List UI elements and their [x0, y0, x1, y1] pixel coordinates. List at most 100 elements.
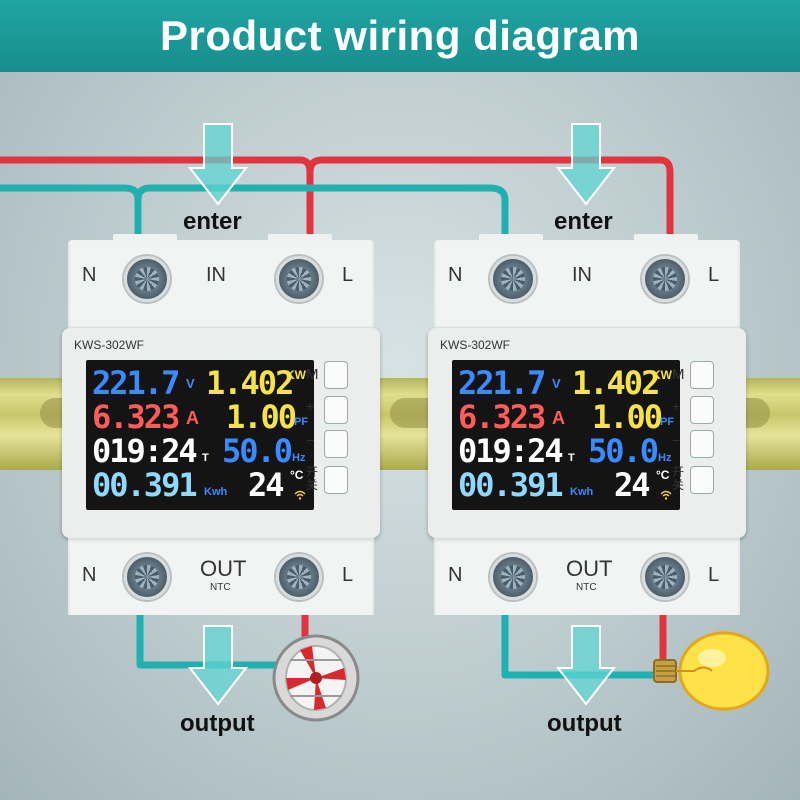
- screw-terminal-icon: [642, 554, 688, 600]
- current-value: 6.323: [92, 398, 180, 436]
- plus-button[interactable]: [690, 396, 714, 424]
- power-value: 1.402: [206, 364, 294, 402]
- terminal-l-label: L: [708, 264, 720, 286]
- pf-value: 1.00: [592, 398, 663, 436]
- output-label-left: output: [180, 710, 255, 737]
- lightbulb-icon: [653, 631, 770, 711]
- voltage-unit: V: [552, 376, 561, 391]
- terminal-out-label: OUT: [200, 556, 247, 581]
- pf-unit: PF: [294, 416, 309, 428]
- frequency-unit: Hz: [658, 452, 672, 464]
- frequency-value: 50.0: [222, 432, 293, 470]
- header-banner: Product wiring diagram: [0, 0, 800, 72]
- terminal-n-label: N: [82, 564, 97, 586]
- model-label: KWS-302WF: [74, 338, 145, 352]
- screw-terminal-icon: [276, 256, 322, 302]
- neutral-wire-in-right: [134, 184, 509, 244]
- power-unit: KW: [286, 368, 306, 382]
- screw-terminal-icon: [490, 554, 536, 600]
- top-terminal-block: N IN L: [434, 240, 740, 330]
- top-terminal-block: N IN L: [68, 240, 374, 330]
- time-value: 019:24: [92, 432, 198, 470]
- power-unit: KW: [652, 368, 672, 382]
- minus-button[interactable]: [324, 430, 348, 458]
- temperature-unit: °C: [656, 468, 670, 482]
- screw-terminal-icon: [124, 554, 170, 600]
- mode-button-label: M: [306, 366, 319, 383]
- temperature-unit: °C: [290, 468, 304, 482]
- minus-button-label: −: [672, 432, 681, 448]
- frequency-unit: Hz: [292, 452, 306, 464]
- terminal-n-label: N: [448, 564, 463, 586]
- wifi-icon: [294, 490, 306, 500]
- display-panel: KWS-302WF 221.7 V 1.402 KW 6.323 A 1.00 …: [62, 328, 380, 538]
- energy-unit: Kwh: [204, 486, 228, 498]
- fan-icon: [272, 634, 360, 722]
- minus-button[interactable]: [690, 430, 714, 458]
- power-button-label: 开关: [306, 465, 319, 492]
- down-arrow-icon: [555, 625, 617, 706]
- plus-button-label: +: [306, 398, 315, 414]
- mode-button[interactable]: [690, 361, 714, 389]
- mode-button-label: M: [672, 366, 685, 383]
- energy-unit: Kwh: [570, 486, 594, 498]
- bottom-terminal-block: N OUT NTC L: [68, 538, 374, 615]
- plus-button-label: +: [672, 398, 681, 414]
- minus-button-label: −: [306, 432, 315, 448]
- current-unit: A: [552, 408, 565, 428]
- power-value: 1.402: [572, 364, 660, 402]
- energy-meter-left: N IN L KWS-302WF 221.7 V 1.402 KW 6.323 …: [62, 234, 380, 615]
- time-unit: T: [202, 452, 209, 464]
- neutral-wire-out-left: [136, 606, 289, 669]
- output-label-right: output: [547, 710, 622, 737]
- down-arrow-icon: [555, 123, 617, 206]
- voltage-unit: V: [186, 376, 195, 391]
- terminal-n-label: N: [82, 264, 97, 286]
- temperature-value: 24: [248, 466, 285, 504]
- temperature-value: 24: [614, 466, 651, 504]
- plus-button[interactable]: [324, 396, 348, 424]
- wifi-icon: [660, 490, 672, 500]
- page-title: Product wiring diagram: [159, 12, 641, 59]
- terminal-l-label: L: [708, 564, 720, 586]
- terminal-in-label: IN: [206, 264, 226, 286]
- frequency-value: 50.0: [588, 432, 659, 470]
- energy-meter-right: N IN L KWS-302WF 221.7 V 1.402 KW 6.323 …: [428, 234, 746, 615]
- screw-terminal-icon: [642, 256, 688, 302]
- voltage-value: 221.7: [458, 364, 546, 402]
- time-unit: T: [568, 452, 575, 464]
- current-unit: A: [186, 408, 199, 428]
- bottom-terminal-block: N OUT NTC L: [434, 538, 740, 615]
- mode-button[interactable]: [324, 361, 348, 389]
- energy-value: 00.391: [458, 466, 564, 504]
- display-panel: KWS-302WF 221.7 V 1.402 KW 6.323 A 1.00 …: [428, 328, 746, 538]
- down-arrow-icon: [187, 123, 249, 206]
- power-button[interactable]: [324, 466, 348, 494]
- energy-value: 00.391: [92, 466, 198, 504]
- ntc-label: NTC: [576, 582, 597, 593]
- lcd-screen: 221.7 V 1.402 KW 6.323 A 1.00 PF 019:24 …: [86, 360, 314, 510]
- ntc-label: NTC: [210, 582, 231, 593]
- pf-value: 1.00: [226, 398, 297, 436]
- terminal-out-label: OUT: [566, 556, 613, 581]
- voltage-value: 221.7: [92, 364, 180, 402]
- live-wire-in-right: [306, 156, 674, 244]
- enter-label-right: enter: [554, 208, 613, 235]
- time-value: 019:24: [458, 432, 564, 470]
- down-arrow-icon: [187, 625, 249, 706]
- terminal-in-label: IN: [572, 264, 592, 286]
- screw-terminal-icon: [276, 554, 322, 600]
- terminal-l-label: L: [342, 564, 354, 586]
- screw-terminal-icon: [124, 256, 170, 302]
- terminal-l-label: L: [342, 264, 354, 286]
- terminal-n-label: N: [448, 264, 463, 286]
- power-button[interactable]: [690, 466, 714, 494]
- lcd-screen: 221.7 V 1.402 KW 6.323 A 1.00 PF 019:24 …: [452, 360, 680, 510]
- power-button-label: 开关: [672, 465, 685, 492]
- pf-unit: PF: [660, 416, 675, 428]
- model-label: KWS-302WF: [440, 338, 511, 352]
- enter-label-left: enter: [183, 208, 242, 235]
